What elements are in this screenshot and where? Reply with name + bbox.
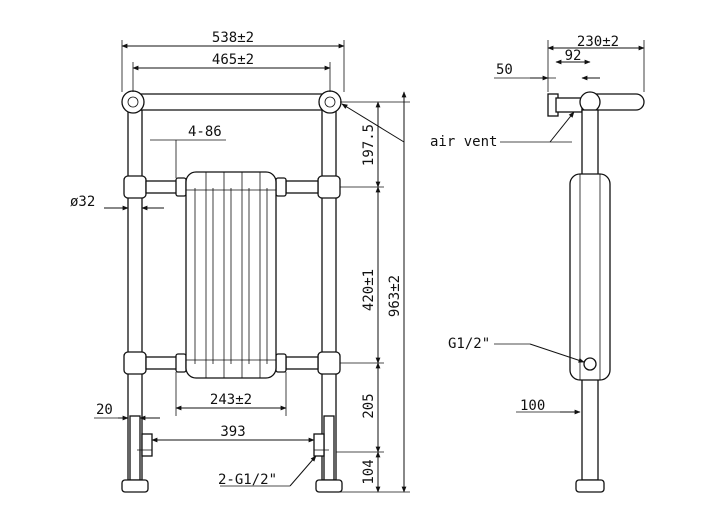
dim-leg-height: 104	[361, 459, 377, 484]
dim-pipe-diameter: ø32	[70, 194, 95, 210]
front-view: 538±2 465±2 4-86 ø32 197.5 420±1 205 104	[70, 30, 410, 493]
dim-column-width: 243±2	[210, 392, 252, 408]
radiator-columns	[175, 171, 287, 379]
label-thread: G1/2"	[448, 336, 490, 352]
dim-overall-width: 538±2	[212, 30, 254, 46]
left-knob	[121, 90, 145, 114]
dim-overall-height: 963±2	[387, 275, 403, 317]
label-inlets: 2-G1/2"	[218, 472, 277, 488]
dim-sections: 4-86	[188, 124, 222, 140]
dim-offset-92: 92	[565, 48, 582, 64]
top-rail	[129, 93, 337, 111]
right-knob	[318, 90, 342, 114]
dim-rail-to-column: 197.5	[361, 124, 377, 166]
dim-bottom-to-leg: 205	[361, 393, 377, 418]
dim-leg-centres: 393	[220, 424, 245, 440]
dim-wall-offset: 100	[520, 398, 545, 414]
dim-depth-overall: 230±2	[577, 34, 619, 50]
dim-leg-offset: 20	[96, 402, 113, 418]
dim-rail-width: 465±2	[212, 52, 254, 68]
dim-offset-50: 50	[496, 62, 513, 78]
dim-column-centres: 420±1	[361, 269, 377, 311]
label-air-vent: air vent	[430, 134, 497, 150]
side-view: 230±2 92 50 G1/2" 100	[448, 34, 645, 493]
